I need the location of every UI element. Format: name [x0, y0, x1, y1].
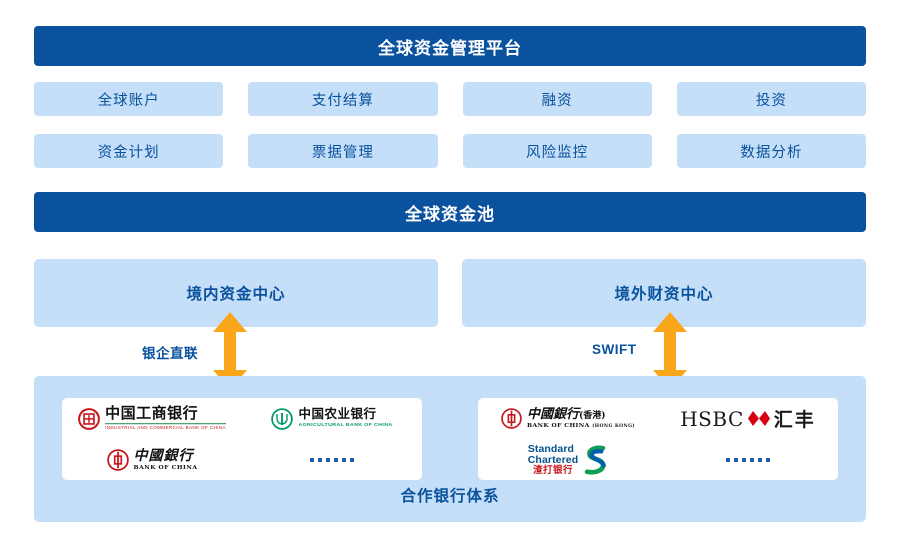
bank-logo-abc[interactable]: 中国农业银行 AGRICULTURAL BANK OF CHINA	[242, 398, 422, 439]
offshore-bank-card: 中國銀行(香港) BANK OF CHINA (HONG KONG) HSBC	[478, 398, 838, 480]
treasury-center-row: 境内资金中心 境外财资中心	[34, 259, 866, 327]
offshore-treasury-center-label: 境外财资中心	[614, 286, 714, 303]
more-offshore-banks	[658, 439, 838, 480]
bank-name-cn: 中国工商银行	[105, 404, 199, 423]
bank-logo-icbc[interactable]: 中国工商银行 INDUSTRIAL AND COMMERCIAL BANK OF…	[62, 398, 242, 439]
module-grid: 全球账户 支付结算 融资 投资 资金计划 票据管理 风险监控 数据分析	[34, 82, 866, 168]
bank-name-cn: 中国农业银行	[298, 406, 377, 422]
module-label: 票据管理	[311, 144, 374, 161]
platform-title-banner: 全球资金管理平台	[34, 26, 866, 66]
module-chip-global-account[interactable]: 全球账户	[34, 82, 224, 116]
bank-row: Standard Chartered 渣打银行	[478, 439, 838, 480]
onshore-fund-center-label: 境内资金中心	[186, 286, 286, 303]
module-label: 投资	[755, 92, 787, 109]
module-chip-fund-plan[interactable]: 资金计划	[34, 134, 224, 168]
module-chip-risk-monitoring[interactable]: 风险监控	[462, 134, 652, 168]
bank-row: 中国工商银行 INDUSTRIAL AND COMMERCIAL BANK OF…	[62, 398, 422, 439]
onshore-bank-card: 中国工商银行 INDUSTRIAL AND COMMERCIAL BANK OF…	[62, 398, 422, 480]
onshore-connector-label: 银企直联	[142, 346, 198, 361]
partner-bank-area: 中国工商银行 INDUSTRIAL AND COMMERCIAL BANK OF…	[34, 376, 866, 522]
bank-logo-boc-hongkong[interactable]: 中國銀行(香港) BANK OF CHINA (HONG KONG)	[478, 398, 658, 439]
bank-name-cn: 汇丰	[773, 409, 816, 431]
bank-name-en: BANK OF CHINA (HONG KONG)	[527, 422, 635, 429]
fund-pool-title-text: 全球资金池	[405, 204, 495, 224]
boc-emblem-icon	[106, 448, 129, 471]
fund-pool-title-banner: 全球资金池	[34, 192, 866, 232]
bank-name-en: INDUSTRIAL AND COMMERCIAL BANK OF CHINA	[105, 423, 226, 430]
bank-name-en-line2: Chartered	[527, 453, 579, 466]
bank-name-en: HSBC	[680, 406, 744, 431]
module-label: 支付结算	[311, 92, 374, 109]
ellipsis-icon	[726, 457, 770, 462]
bank-logo-boc[interactable]: 中國銀行 BANK OF CHINA	[62, 439, 242, 480]
bank-name-cn: 中國銀行(香港)	[527, 406, 606, 422]
module-label: 资金计划	[97, 144, 160, 161]
bank-name-cn: 渣打银行	[532, 464, 573, 476]
bank-row: 中國銀行 BANK OF CHINA	[62, 439, 422, 480]
module-label: 融资	[541, 92, 573, 109]
boc-emblem-icon	[501, 408, 522, 429]
module-chip-payment-settlement[interactable]: 支付结算	[248, 82, 438, 116]
module-chip-investment[interactable]: 投资	[676, 82, 866, 116]
offshore-treasury-center-panel[interactable]: 境外财资中心	[462, 259, 866, 327]
bank-name-en-line1: Standard	[527, 442, 575, 455]
onshore-double-arrow-icon	[213, 312, 247, 390]
bank-logo-hsbc[interactable]: HSBC 汇丰	[658, 398, 838, 439]
abc-emblem-icon	[271, 407, 294, 430]
more-onshore-banks	[242, 439, 422, 480]
icbc-emblem-icon	[78, 407, 100, 430]
onshore-fund-center-panel[interactable]: 境内资金中心	[34, 259, 438, 327]
ellipsis-icon	[310, 457, 354, 462]
bank-name-en: BANK OF CHINA	[133, 463, 198, 471]
module-chip-data-analysis[interactable]: 数据分析	[676, 134, 866, 168]
bank-name-en: AGRICULTURAL BANK OF CHINA	[298, 422, 393, 429]
standard-chartered-mark-icon	[584, 444, 607, 475]
module-label: 数据分析	[740, 144, 803, 161]
module-label: 全球账户	[97, 92, 160, 109]
platform-title-text: 全球资金管理平台	[378, 38, 522, 58]
module-chip-bill-management[interactable]: 票据管理	[248, 134, 438, 168]
module-label: 风险监控	[526, 144, 589, 161]
bank-row: 中國銀行(香港) BANK OF CHINA (HONG KONG) HSBC	[478, 398, 838, 439]
partner-bank-section-title: 合作银行体系	[400, 488, 500, 505]
hsbc-hexagon-icon	[747, 411, 770, 426]
offshore-connector-label: SWIFT	[592, 342, 637, 357]
bank-logo-standard-chartered[interactable]: Standard Chartered 渣打银行	[478, 439, 658, 480]
module-chip-financing[interactable]: 融资	[462, 82, 652, 116]
offshore-double-arrow-icon	[653, 312, 687, 390]
bank-name-cn: 中國銀行	[133, 447, 194, 464]
